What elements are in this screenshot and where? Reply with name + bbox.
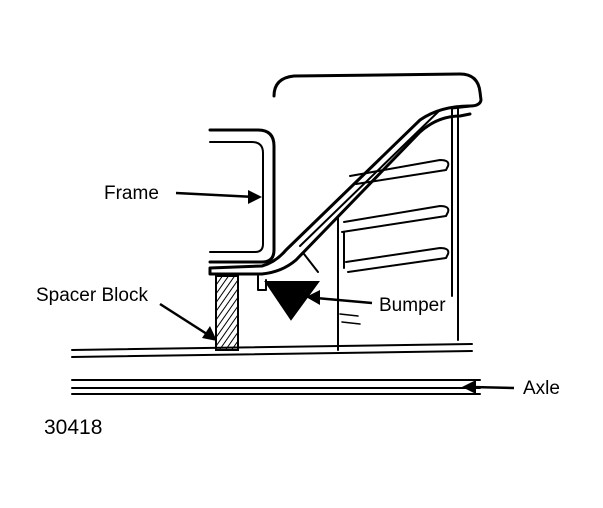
frame-arrow (175, 190, 262, 204)
spacer-block-label: Spacer Block (36, 285, 148, 306)
frame-rail (208, 128, 276, 264)
spacer-block-shape (215, 275, 239, 351)
axle-arrow (462, 380, 515, 394)
frame-label: Frame (104, 183, 159, 204)
bumper-shape (264, 281, 320, 321)
figure-number: 30418 (44, 416, 102, 439)
axle-label: Axle (523, 378, 560, 399)
bumper-label: Bumper (379, 295, 446, 316)
bumper-arrow (306, 290, 373, 305)
leaf-spring (71, 313, 473, 358)
axle-shape (71, 379, 481, 395)
spacer-block-arrow (159, 302, 217, 341)
frame-bracket (208, 72, 483, 351)
